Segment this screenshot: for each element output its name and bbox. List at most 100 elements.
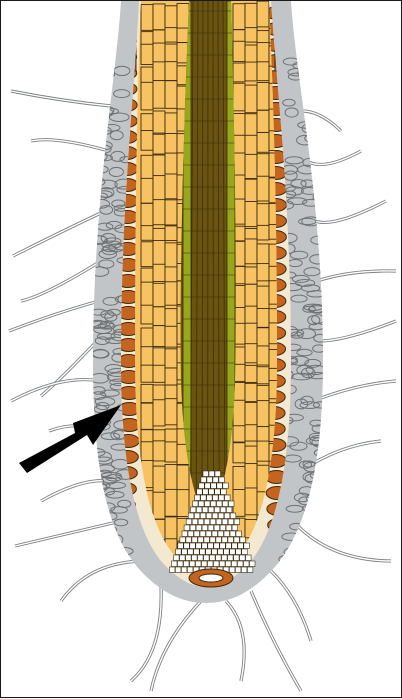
cortex-cell xyxy=(141,282,153,305)
meristem-cell xyxy=(207,477,213,483)
root-hair xyxy=(251,591,301,691)
meristem-cell xyxy=(223,483,229,489)
cortex-cell xyxy=(141,130,153,150)
meristem-cell xyxy=(224,531,230,537)
cortex-cell xyxy=(153,241,165,266)
meristem-cell xyxy=(190,507,196,513)
meristem-cell xyxy=(242,549,248,555)
cortex-cell xyxy=(165,282,177,305)
meristem-cell xyxy=(208,507,214,513)
cortex-cell xyxy=(165,113,177,135)
root-hair xyxy=(61,561,141,601)
root-hair xyxy=(313,381,396,401)
meristem-cell xyxy=(219,477,225,483)
cortex-cell xyxy=(245,267,257,284)
cortex-cell xyxy=(165,174,177,199)
meristem-cell xyxy=(223,501,229,507)
cortex-cell xyxy=(233,114,245,136)
cortex-cell xyxy=(165,81,177,109)
meristem-cell xyxy=(209,489,215,495)
cortex-cell xyxy=(141,442,153,462)
meristem-cell xyxy=(228,537,234,543)
meristem-cell xyxy=(182,549,188,555)
cortex-cell xyxy=(141,242,153,267)
meristem-cell xyxy=(180,555,186,561)
meristem-cell xyxy=(212,531,218,537)
meristem-cell xyxy=(236,549,242,555)
cortex-cell xyxy=(233,153,245,177)
meristem-cell xyxy=(235,567,241,573)
meristem-cell xyxy=(236,531,242,537)
meristem-cell xyxy=(229,501,235,507)
meristem-cell xyxy=(200,513,206,519)
meristem-cell xyxy=(176,549,182,555)
cortex-cell xyxy=(153,365,165,382)
cortex-cell xyxy=(165,133,177,153)
meristem-cell xyxy=(208,543,214,549)
meristem-cell xyxy=(234,555,240,561)
cortex-cell xyxy=(245,284,257,307)
cortex-cell xyxy=(245,464,257,491)
root-cap xyxy=(189,569,233,587)
meristem-cell xyxy=(208,561,214,567)
meristem-cell xyxy=(192,537,198,543)
cortex-cell xyxy=(245,62,257,81)
meristem-cell xyxy=(238,561,244,567)
cortex-cell xyxy=(165,464,177,491)
meristem-cell xyxy=(204,519,210,525)
meristem-cell xyxy=(220,543,226,549)
meristem-cell xyxy=(208,525,214,531)
cortex-cell xyxy=(153,62,165,81)
meristem-cell xyxy=(221,489,227,495)
cortex-cell xyxy=(153,441,165,461)
meristem-cell xyxy=(225,495,231,501)
meristem-cell xyxy=(175,567,181,573)
cortex-cell xyxy=(233,400,245,426)
meristem-cell xyxy=(224,513,230,519)
cortex-cell xyxy=(245,239,257,264)
cortex-cell xyxy=(233,41,245,61)
meristem-cell xyxy=(181,567,187,573)
cortex-cell xyxy=(153,200,165,225)
meristem-cell xyxy=(234,537,240,543)
meristem-cell xyxy=(203,471,209,477)
meristem-cell xyxy=(190,543,196,549)
cortex-cell xyxy=(245,154,257,178)
cortex-cell xyxy=(153,283,165,306)
cortex-cell xyxy=(153,400,165,426)
cortex-cell xyxy=(245,3,257,29)
cortex-cell xyxy=(257,346,269,365)
cortex-cell xyxy=(245,488,257,515)
root-hair xyxy=(41,481,111,501)
meristem-cell xyxy=(196,543,202,549)
cortex-cell xyxy=(177,4,189,30)
meristem-cell xyxy=(213,477,219,483)
root-hair xyxy=(293,521,391,561)
meristem-cell xyxy=(190,525,196,531)
cortex-cell xyxy=(153,43,165,63)
meristem-cell xyxy=(222,537,228,543)
meristem-cell xyxy=(169,567,175,573)
meristem-cell xyxy=(204,537,210,543)
meristem-cell xyxy=(192,555,198,561)
cortex-cell xyxy=(257,401,269,427)
cortex-cell xyxy=(233,63,245,82)
meristem-cell xyxy=(198,537,204,543)
meristem-cell xyxy=(199,501,205,507)
cortex-cell xyxy=(165,326,177,347)
meristem-cell xyxy=(196,561,202,567)
meristem-cell xyxy=(188,549,194,555)
meristem-cell xyxy=(226,525,232,531)
cortex-cell xyxy=(165,28,177,42)
cortex-cell xyxy=(233,135,245,155)
meristem-cell xyxy=(178,543,184,549)
meristem-cell xyxy=(232,561,238,567)
meristem-cell xyxy=(193,501,199,507)
meristem-cell xyxy=(226,561,232,567)
cortex-cell xyxy=(245,306,257,325)
meristem-cell xyxy=(224,549,230,555)
cortex-cell xyxy=(153,492,165,519)
meristem-cell xyxy=(250,561,256,567)
meristem-cell xyxy=(211,501,217,507)
meristem-cell xyxy=(228,555,234,561)
